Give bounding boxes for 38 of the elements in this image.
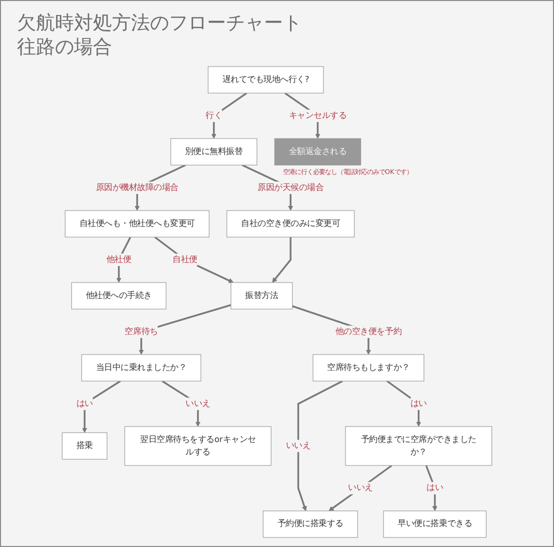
edge-label: 他の空き便を予約 — [335, 326, 402, 336]
node-box: 振替方法 — [230, 282, 293, 310]
arrow — [211, 92, 248, 139]
subtitle: 往路の場合 — [17, 35, 113, 59]
node-box: 早い便に搭乗できる — [383, 510, 486, 538]
arrow — [272, 237, 292, 283]
node-box: 他社便への手続き — [71, 282, 166, 310]
edge-label: いいえ — [286, 440, 311, 450]
edge-label: 原因が機材故障の場合 — [96, 182, 178, 192]
node-box: 予約便までに空席ができましたか？ — [345, 426, 492, 466]
node-box: 自社便へも・他社便へも変更可 — [64, 210, 210, 238]
edge-label: キャンセルする — [288, 110, 347, 120]
edge-label: 自社便 — [172, 254, 198, 264]
edge-label: はい — [426, 483, 444, 493]
node-box: 遅れてでも現地へ行く? — [208, 66, 324, 94]
arrow — [297, 380, 343, 512]
arrow — [154, 236, 234, 283]
arrow — [328, 464, 392, 512]
node-box: 自社の空き便のみに変更可 — [226, 210, 355, 238]
edge-label: 空席待ち — [124, 326, 158, 336]
edge-label: 原因が天候の場合 — [258, 182, 324, 192]
node-box: 全額返金される — [274, 138, 362, 166]
arrow — [425, 465, 438, 512]
arrow — [386, 380, 422, 427]
edge-label: はい — [76, 398, 93, 408]
edge-label: いいえ — [186, 398, 210, 408]
edge-label: 行く — [206, 110, 222, 120]
node-box: 空席待ちもしますか？ — [312, 354, 424, 382]
node-box: 翌日空席待ちをするorキャンセルする — [124, 426, 272, 466]
node-box: 当日中に乗れましたか？ — [81, 354, 202, 382]
edge-label: いいえ — [348, 483, 373, 493]
node-box: 搭乗 — [62, 432, 108, 460]
arrow — [82, 380, 121, 433]
edge-label: 他社便 — [106, 254, 132, 264]
node-box: 予約便に搭乗する — [262, 510, 358, 538]
edge-label: はい — [410, 398, 427, 408]
chart-title: 欠航時対処方法のフローチャート — [17, 11, 302, 35]
node-box: 別便に無料振替 — [170, 138, 258, 166]
